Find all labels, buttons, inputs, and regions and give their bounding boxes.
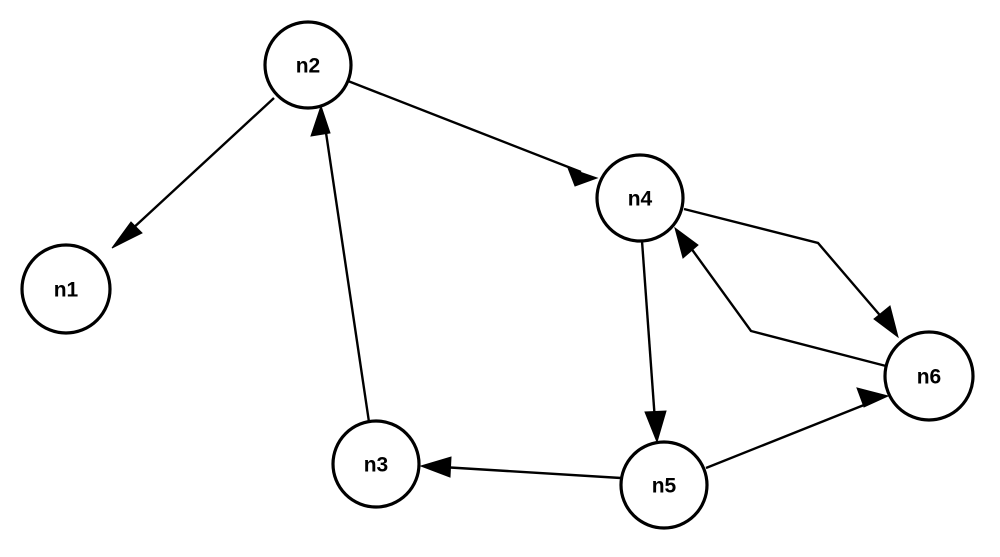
node-n4[interactable]: n4 — [595, 153, 685, 243]
node-circle-n2[interactable] — [263, 20, 353, 110]
node-circle-n3[interactable] — [331, 419, 421, 509]
node-n6[interactable]: n6 — [883, 330, 975, 422]
edge-line-n6-n4 — [687, 243, 887, 368]
edge-line-n4-n5 — [640, 240, 657, 422]
arrow-head-n2-n1 — [111, 221, 143, 249]
arrow-head-n3-n2 — [310, 104, 331, 137]
edge-line-n2-n4 — [347, 79, 582, 174]
edge-n4-n5[interactable] — [640, 240, 667, 444]
arrow-head-n5-n6 — [856, 387, 890, 408]
edge-layer — [111, 79, 899, 480]
edge-line-n5-n3 — [441, 465, 622, 480]
node-n5[interactable]: n5 — [619, 440, 709, 530]
arrow-head-n6-n4 — [674, 226, 699, 259]
node-circle-n4[interactable] — [595, 153, 685, 243]
node-n3[interactable]: n3 — [331, 419, 421, 509]
edge-line-n2-n1 — [116, 97, 275, 244]
node-circle-n6[interactable] — [883, 330, 975, 422]
edge-n2-n4[interactable] — [347, 79, 599, 187]
edge-n4-n6[interactable] — [683, 207, 899, 339]
edge-line-n3-n2 — [323, 125, 371, 423]
node-n1[interactable]: n1 — [20, 243, 112, 335]
edge-n6-n4[interactable] — [674, 226, 887, 368]
node-n2[interactable]: n2 — [263, 20, 353, 110]
node-circle-n5[interactable] — [619, 440, 709, 530]
arrow-head-n4-n5 — [644, 410, 667, 444]
arrow-head-n5-n3 — [419, 456, 452, 478]
arrow-head-n2-n4 — [567, 167, 599, 187]
edge-n5-n3[interactable] — [419, 456, 622, 480]
edge-line-n4-n6 — [683, 207, 885, 321]
node-layer: n1 n2 n3 n4 n5 n6 — [20, 20, 975, 530]
node-circle-n1[interactable] — [20, 243, 112, 335]
edge-n3-n2[interactable] — [310, 104, 371, 423]
edge-line-n5-n6 — [705, 401, 870, 470]
arrow-head-n4-n6 — [873, 305, 899, 339]
edge-n2-n1[interactable] — [111, 97, 275, 249]
edge-n5-n6[interactable] — [705, 387, 890, 470]
